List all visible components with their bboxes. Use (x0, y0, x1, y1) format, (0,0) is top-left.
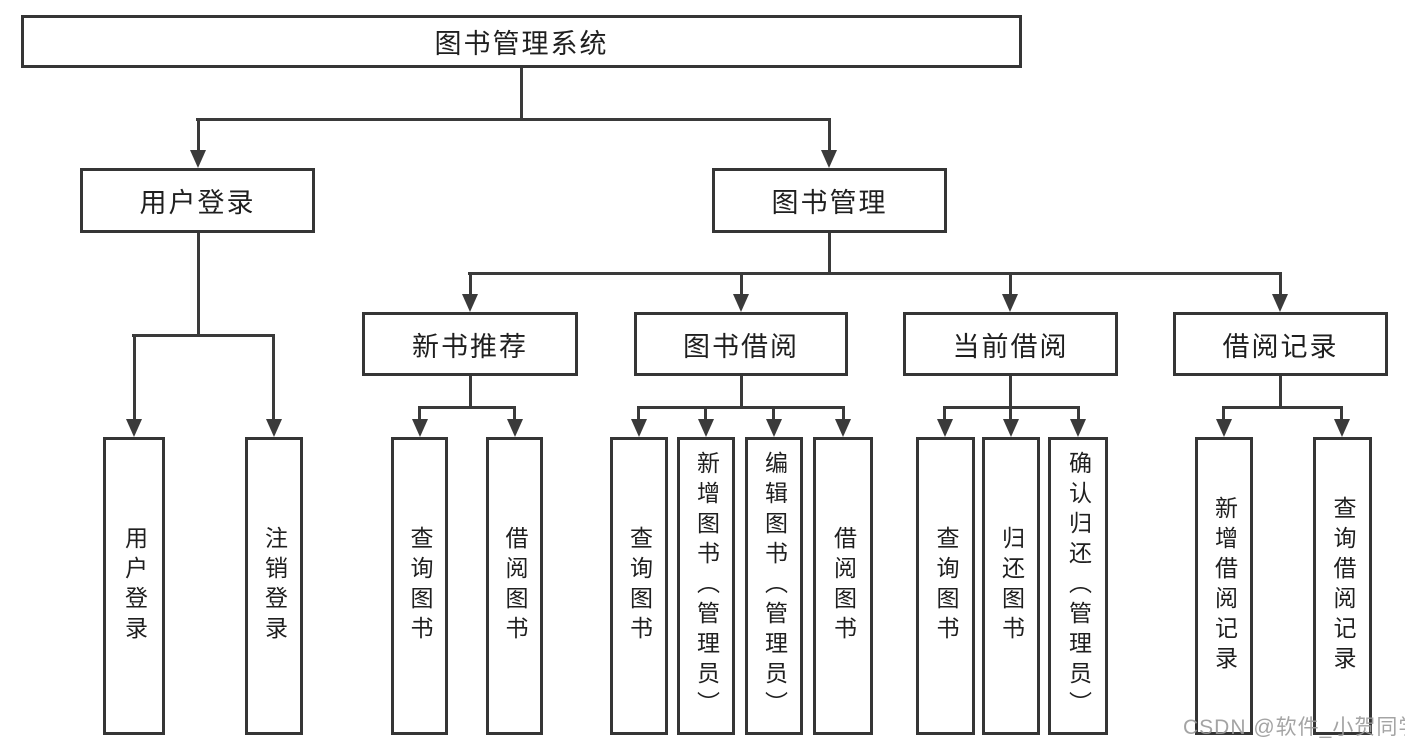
node-current-borrowing-label: 当前借阅 (952, 331, 1069, 362)
leaf-add-borrow-record-label: 新增借阅记录 (1211, 496, 1238, 676)
leaf-borrowing-borrow-books: 借阅图书 (813, 437, 873, 735)
arrowhead-return-books (1003, 419, 1019, 437)
connector-current-arrowline-2 (1009, 406, 1012, 419)
node-current-borrowing: 当前借阅 (903, 312, 1118, 376)
arrowhead-add-record (1216, 419, 1232, 437)
connector-records-arrowline-1 (1222, 406, 1225, 419)
leaf-borrowing-query-books-label: 查询图书 (626, 526, 653, 646)
node-book-management-label: 图书管理 (771, 188, 888, 218)
leaf-recommend-borrow-books-label: 借阅图书 (502, 526, 528, 646)
connector-records-arrowline-2 (1340, 406, 1343, 419)
arrowhead-borrowing-records (1272, 294, 1288, 312)
leaf-confirm-return-admin: 确认归还（管理员） (1048, 437, 1108, 735)
connector-mgmt-arrowline-1 (469, 272, 472, 294)
leaf-recommend-borrow-books: 借阅图书 (486, 437, 543, 735)
arrowhead-user-login (190, 150, 206, 168)
node-new-book-recommend-label: 新书推荐 (412, 331, 528, 362)
leaf-return-books: 归还图书 (982, 437, 1040, 735)
connector-borrowing-arrowline-4 (842, 406, 845, 419)
connector-login-arrowline-1 (133, 334, 136, 419)
node-user-login-label: 用户登录 (139, 188, 256, 218)
connector-current-stem (1009, 376, 1012, 408)
connector-recommend-arrowline-2 (513, 406, 516, 419)
connector-root-stem (520, 68, 523, 120)
leaf-logout: 注销登录 (245, 437, 303, 735)
connector-current-arrowline-3 (1077, 406, 1080, 419)
arrowhead-borrowing-query (631, 419, 647, 437)
leaf-borrowing-borrow-books-label: 借阅图书 (830, 526, 857, 646)
arrowhead-borrowing-borrow (835, 419, 851, 437)
connector-login-arrowline-2 (272, 334, 275, 419)
connector-borrowing-arrowline-2 (704, 406, 707, 419)
connector-mgmt-hline (468, 272, 1282, 275)
node-book-management: 图书管理 (712, 168, 947, 233)
arrowhead-login-leaf (126, 419, 142, 437)
connector-recommend-hline (418, 406, 516, 409)
connector-borrowing-stem (740, 376, 743, 408)
leaf-current-query-books-label: 查询图书 (933, 526, 959, 646)
csdn-watermark: CSDN @软件_小贺同学 (1183, 716, 1405, 739)
arrowhead-logout-leaf (266, 419, 282, 437)
connector-recommend-stem (469, 376, 472, 408)
leaf-borrowing-query-books: 查询图书 (610, 437, 668, 735)
leaf-query-borrow-record-label: 查询借阅记录 (1330, 496, 1356, 676)
leaf-current-query-books: 查询图书 (916, 437, 975, 735)
node-root: 图书管理系统 (21, 15, 1022, 68)
leaf-return-books-label: 归还图书 (998, 526, 1025, 646)
node-borrowing-records: 借阅记录 (1173, 312, 1388, 376)
arrowhead-book-borrowing (733, 294, 749, 312)
connector-mgmt-stem (828, 233, 831, 274)
leaf-confirm-return-admin-label: 确认归还（管理员） (1065, 451, 1092, 721)
connector-mgmt-arrowline-3 (1009, 272, 1012, 294)
leaf-logout-label: 注销登录 (261, 526, 288, 646)
leaf-edit-books-admin: 编辑图书（管理员） (745, 437, 803, 735)
node-book-borrowing: 图书借阅 (634, 312, 848, 376)
arrowhead-query-record (1334, 419, 1350, 437)
node-borrowing-records-label: 借阅记录 (1222, 331, 1339, 362)
connector-records-hline (1222, 406, 1343, 409)
arrowhead-add-books (698, 419, 714, 437)
arrowhead-book-management (821, 150, 837, 168)
connector-recommend-arrowline-1 (418, 406, 421, 419)
arrowhead-current-borrowing (1002, 294, 1018, 312)
connector-mgmt-arrowline-2 (740, 272, 743, 294)
connector-borrowing-arrowline-3 (772, 406, 775, 419)
connector-records-stem (1279, 376, 1282, 408)
connector-mgmt-arrowline-4 (1279, 272, 1282, 294)
arrowhead-new-book-recommend (462, 294, 478, 312)
connector-login-stem (197, 233, 200, 336)
leaf-add-borrow-record: 新增借阅记录 (1195, 437, 1253, 735)
connector-current-arrowline-1 (943, 406, 946, 419)
leaf-recommend-query-books: 查询图书 (391, 437, 448, 735)
leaf-query-borrow-record: 查询借阅记录 (1313, 437, 1372, 735)
connector-borrowing-hline (637, 406, 845, 409)
connector-root-left-arrowline (197, 118, 200, 150)
leaf-user-login-label: 用户登录 (121, 526, 148, 646)
arrowhead-confirm-return (1070, 419, 1086, 437)
leaf-recommend-query-books-label: 查询图书 (407, 526, 433, 646)
leaf-add-books-admin: 新增图书（管理员） (677, 437, 735, 735)
node-user-login: 用户登录 (80, 168, 315, 233)
arrowhead-recommend-query (412, 419, 428, 437)
node-book-borrowing-label: 图书借阅 (683, 331, 799, 362)
arrowhead-edit-books (766, 419, 782, 437)
node-new-book-recommend: 新书推荐 (362, 312, 578, 376)
arrowhead-recommend-borrow (507, 419, 523, 437)
connector-root-hline (196, 118, 831, 121)
connector-borrowing-arrowline-1 (637, 406, 640, 419)
node-root-label: 图书管理系统 (434, 29, 609, 59)
arrowhead-current-query (937, 419, 953, 437)
connector-root-right-arrowline (828, 118, 831, 150)
leaf-edit-books-admin-label: 编辑图书（管理员） (761, 451, 788, 721)
connector-login-hline (132, 334, 275, 337)
leaf-user-login: 用户登录 (103, 437, 165, 735)
leaf-add-books-admin-label: 新增图书（管理员） (693, 451, 720, 721)
